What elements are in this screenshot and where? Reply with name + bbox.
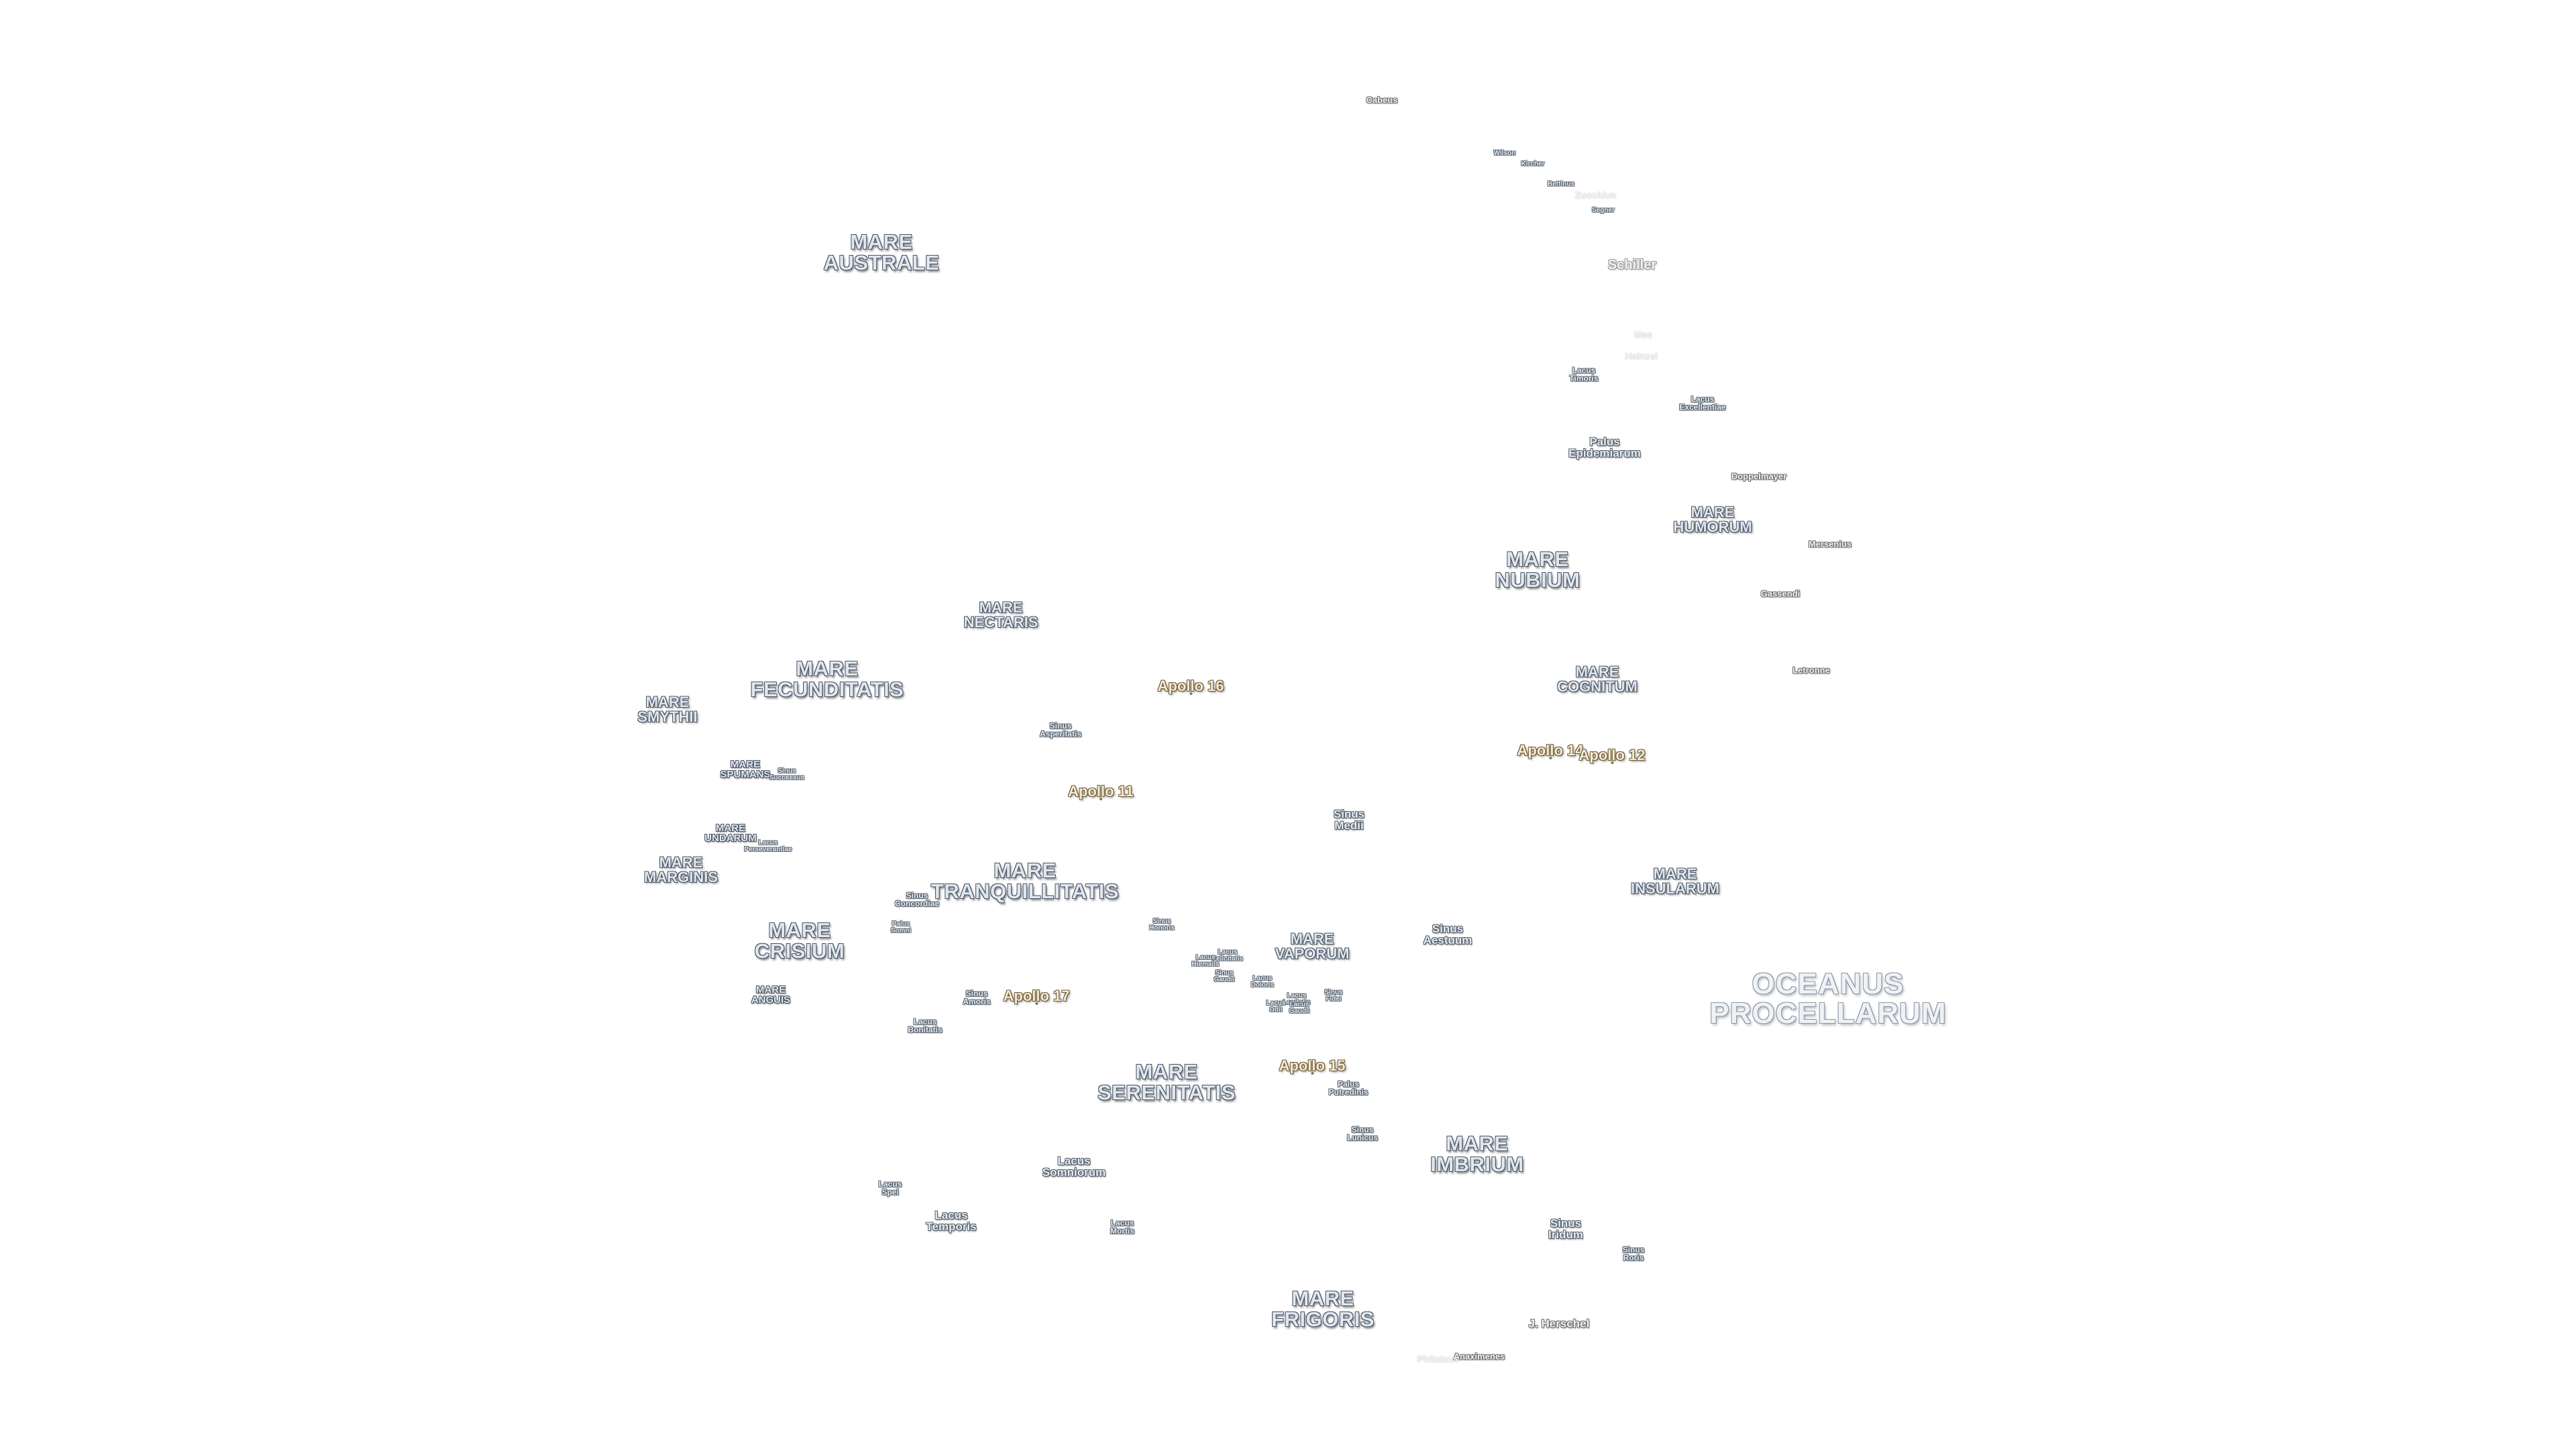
- label-lacus-spei: Lacus Spei: [878, 1179, 902, 1197]
- label-hainzel: Hainzel: [1624, 350, 1658, 361]
- label-sinus-concordiae: Sinus Concordiae: [894, 891, 940, 908]
- label-mare-imbrium: MARE IMBRIUM: [1430, 1132, 1524, 1176]
- label-mare-australe: MARE AUSTRALE: [823, 230, 940, 274]
- label-lacus-hiemalis: Lacus Hiemalis: [1191, 954, 1220, 968]
- label-sinus-lunicus: Sinus Lunicus: [1346, 1125, 1379, 1142]
- label-mare-frigoris: MARE FRIGORIS: [1271, 1287, 1375, 1331]
- label-sinus-fidei: Sinus Fidei: [1324, 989, 1343, 1003]
- label-cabeus: Cabeus: [1366, 95, 1398, 105]
- label-lacus-mortis: Lacus Mortis: [1110, 1218, 1134, 1236]
- label-apollo-12: Apollo 12: [1578, 747, 1646, 764]
- label-mare-smythii: MARE SMYTHII: [637, 694, 698, 725]
- label-lacus-bonitatis: Lacus Bonitatis: [908, 1017, 943, 1034]
- label-lacus-gaudii: Lacus Gaudii: [1289, 1001, 1310, 1015]
- label-segner: Segner: [1592, 207, 1615, 214]
- label-mare-fecunditatis: MARE FECUNDITATIS: [750, 657, 904, 701]
- label-philolaus: Philolaus: [1416, 1353, 1459, 1364]
- label-oceanus-procellarum: OCEANUS PROCELLARUM: [1709, 967, 1947, 1030]
- label-palus-epidemiarum: Palus Epidemiarum: [1568, 435, 1641, 460]
- label-sinus-asperitatis: Sinus Asperitatis: [1039, 721, 1082, 739]
- label-mare-nectaris: MARE NECTARIS: [963, 599, 1038, 631]
- label-letronne: Letronne: [1792, 665, 1830, 676]
- label-mare-tranquillitatis: MARE TRANQUILLITATIS: [930, 859, 1120, 903]
- label-sinus-medii: Sinus Medii: [1333, 808, 1365, 832]
- label-sinus-aestuum: Sinus Aestuum: [1423, 922, 1472, 947]
- label-lacus-lenitatis: Lacus Lenitatis: [1283, 992, 1311, 1006]
- label-lacus-somniorum: Lacus Somniorum: [1042, 1155, 1106, 1179]
- label-mare-insularum: MARE INSULARUM: [1631, 865, 1719, 897]
- label-lacus-excellentiae: Lacus Excellentiae: [1679, 394, 1726, 412]
- label-mare-marginis: MARE MARGINIS: [644, 854, 718, 885]
- label-lacus-felicitatis: Lacus Felicitatis: [1212, 949, 1244, 963]
- label-sinus-successus: Sinus Successus: [769, 767, 805, 782]
- label-anaximenes: Anaximenes: [1453, 1351, 1505, 1362]
- label-apollo-17: Apollo 17: [1003, 987, 1070, 1005]
- label-apollo-11: Apollo 11: [1068, 783, 1134, 800]
- label-sinus-iridum: Sinus Iridum: [1548, 1217, 1583, 1241]
- label-lacus-doloris: Lacus Doloris: [1250, 975, 1275, 989]
- label-palus-somni: Palus Somni: [890, 920, 912, 934]
- label-zucchius: Zucchius: [1574, 189, 1616, 200]
- label-mare-serenitatis: MARE SERENITATIS: [1097, 1060, 1236, 1104]
- label-mare-cognitum: MARE COGNITUM: [1557, 663, 1638, 695]
- label-mare-spumans: MARE SPUMANS: [720, 759, 771, 780]
- label-j-herschel: J. Herschel: [1528, 1317, 1590, 1330]
- label-bettinus: Bettinus: [1548, 180, 1574, 188]
- label-gassendi: Gassendi: [1760, 588, 1801, 599]
- label-sinus-honoris: Sinus Honoris: [1149, 918, 1175, 932]
- label-apollo-15: Apollo 15: [1279, 1057, 1346, 1075]
- label-mare-humorum: MARE HUMORUM: [1673, 504, 1752, 535]
- label-mare-vaporum: MARE VAPORUM: [1275, 930, 1350, 962]
- label-apollo-16: Apollo 16: [1157, 678, 1224, 695]
- label-mare-undarum: MARE UNDARUM: [704, 822, 757, 844]
- label-mare-anguis: MARE ANGUIS: [751, 984, 791, 1006]
- label-mare-crisium: MARE CRISIUM: [754, 918, 845, 963]
- label-lacus-timoris: Lacus Timoris: [1569, 366, 1599, 383]
- label-wilson: Wilson: [1493, 150, 1516, 157]
- label-sinus-roris: Sinus Roris: [1622, 1245, 1645, 1263]
- label-palus-putredinis: Palus Putredinis: [1328, 1079, 1368, 1097]
- label-sinus-gaudii: Sinus Gaudii: [1214, 969, 1235, 983]
- label-kircher: Kircher: [1521, 160, 1545, 168]
- label-mare-nubium: MARE NUBIUM: [1495, 547, 1580, 592]
- label-apollo-14: Apollo 14: [1517, 742, 1584, 759]
- label-mee: Mee: [1633, 329, 1652, 339]
- label-lacus-temporis: Lacus Temporis: [926, 1209, 977, 1233]
- label-doppelmayer: Doppelmayer: [1731, 471, 1787, 482]
- label-sinus-amoris: Sinus Amoris: [963, 989, 991, 1006]
- label-lacus-odii: Lacus Odii: [1266, 1000, 1286, 1014]
- label-mersenius: Mersenius: [1808, 539, 1852, 549]
- label-schiller: Schiller: [1607, 258, 1657, 272]
- label-lacus-perseverantiae: Lacus Perseverantiae: [744, 839, 792, 853]
